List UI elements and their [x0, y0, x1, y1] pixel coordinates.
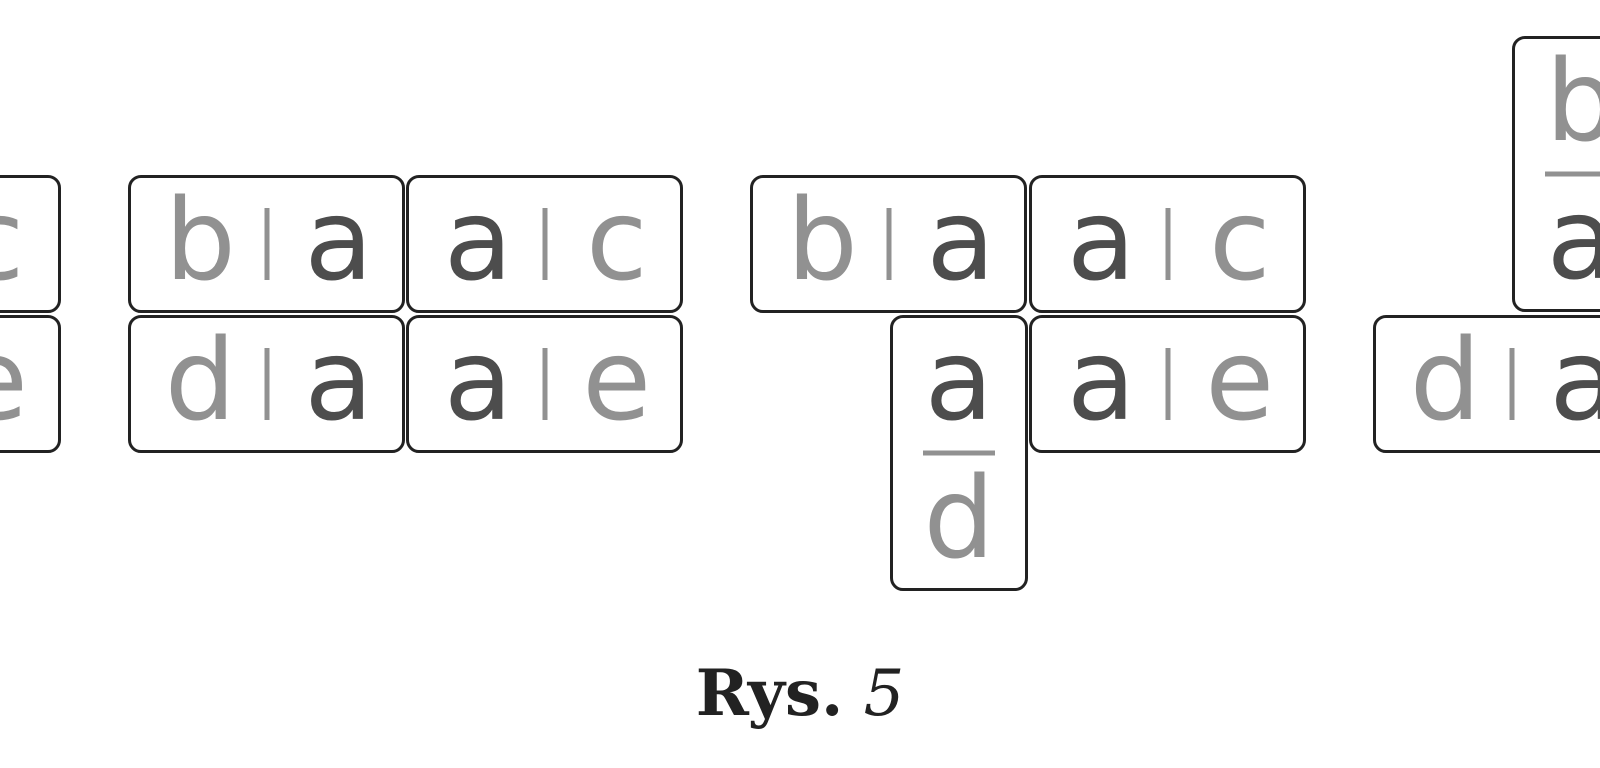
tile-separator [1165, 348, 1170, 420]
domino-tile: c [0, 175, 61, 313]
tile-letter-a: a [924, 316, 994, 446]
tile-letter-b: b [164, 176, 236, 306]
tile-letter-a: a [304, 176, 374, 306]
tile-separator [542, 208, 547, 280]
domino-tile: e [0, 315, 61, 453]
tile-letter-e: e [0, 325, 28, 437]
tile-letter-a: a [443, 316, 513, 446]
tile-letter-e: e [1205, 316, 1275, 446]
tile-letter-e: e [582, 316, 652, 446]
tile-letter-d: d [923, 454, 995, 584]
tile-separator [1165, 208, 1170, 280]
tile-separator [264, 348, 269, 420]
tile-separator [264, 208, 269, 280]
caption-word: Rys. [695, 656, 844, 731]
tile-letter-b: b [786, 176, 858, 306]
tile-separator [1545, 171, 1600, 177]
tile-letter-b: b [1545, 37, 1600, 167]
tile-letter-c: c [0, 185, 24, 297]
tile-letter-d: d [164, 316, 236, 446]
figure-caption: Rys. 5 [0, 662, 1600, 727]
tile-letter-a: a [1546, 175, 1600, 305]
tile-letter-a: a [1066, 176, 1136, 306]
tile-letter-a: a [926, 176, 996, 306]
tile-separator [923, 450, 995, 456]
tile-separator [1509, 348, 1514, 420]
tile-letter-a: a [304, 316, 374, 446]
tile-letter-a: a [443, 176, 513, 306]
tile-letter-d: d [1409, 316, 1481, 446]
tile-letter-c: c [585, 176, 648, 306]
tile-letter-a: a [1549, 316, 1600, 446]
tile-letter-a: a [1066, 316, 1136, 446]
tile-letter-c: c [1208, 176, 1271, 306]
caption-number: 5 [863, 657, 905, 731]
tile-separator [542, 348, 547, 420]
tile-separator [886, 208, 891, 280]
